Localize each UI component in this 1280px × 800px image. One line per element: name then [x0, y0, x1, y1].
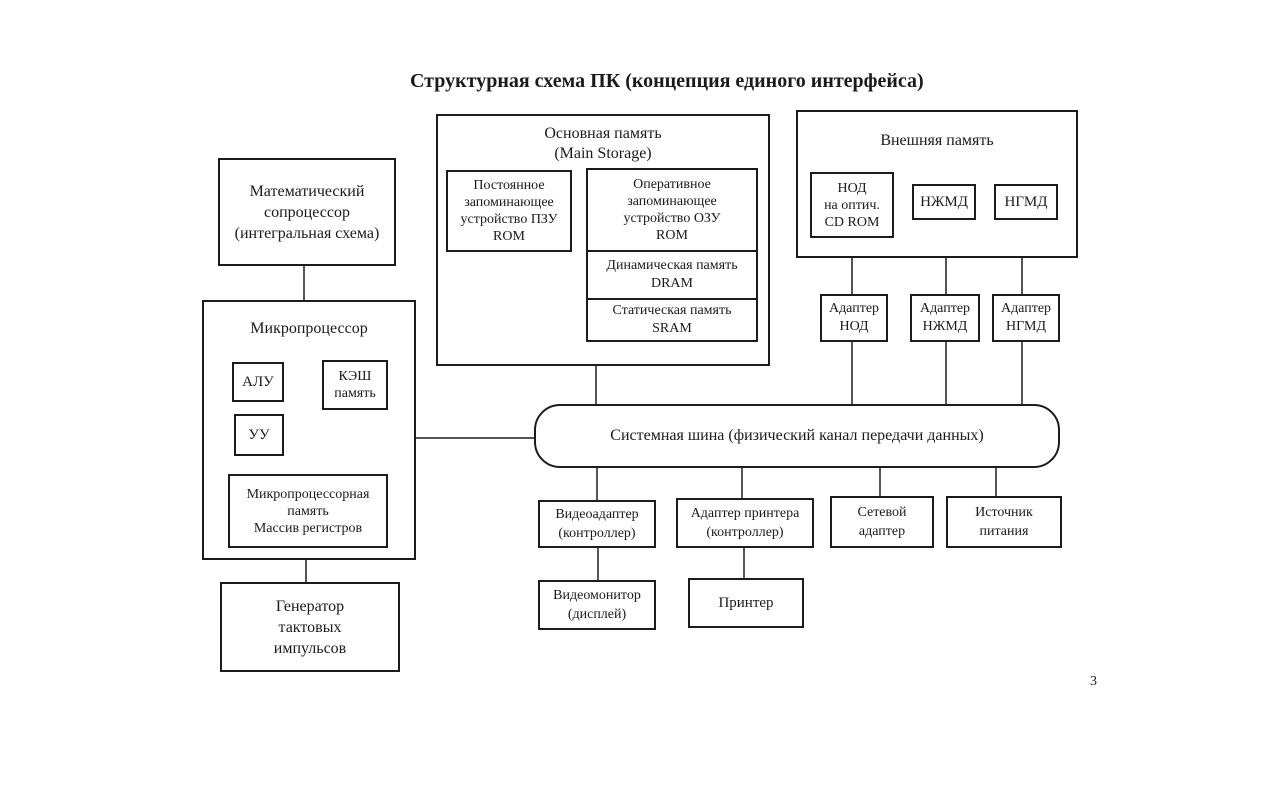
- adapter-cd-block: Адаптер НОД: [820, 294, 888, 342]
- control-unit-block: УУ: [234, 414, 284, 456]
- page-number: 3: [1090, 674, 1097, 689]
- registers-block: Микропроцессорная память Массив регистро…: [228, 474, 388, 548]
- microprocessor-title: Микропроцессор: [250, 320, 368, 337]
- clock-generator-block: Генератор тактовых импульсов: [220, 582, 400, 672]
- external-memory-title: Внешняя память: [880, 132, 994, 149]
- hdd-block: НЖМД: [912, 184, 976, 220]
- network-adapter-block: Сетевой адаптер: [830, 496, 934, 548]
- cache-block: КЭШ память: [322, 360, 388, 410]
- rom-block: Постоянное запоминающее устройство ПЗУ R…: [446, 170, 572, 252]
- cd-drive-block: НОД на оптич. CD ROM: [810, 172, 894, 238]
- alu-block: АЛУ: [232, 362, 284, 402]
- video-adapter-block: Видеоадаптер (контроллер): [538, 500, 656, 548]
- adapter-tape-block: Адаптер НГМД: [992, 294, 1060, 342]
- printer-block: Принтер: [688, 578, 804, 628]
- main-memory-title: Основная память (Main Storage): [544, 125, 662, 162]
- adapter-hdd-block: Адаптер НЖМД: [910, 294, 980, 342]
- diagram-title: Структурная схема ПК (концепция единого …: [410, 70, 924, 92]
- ram-block: Оперативное запоминающее устройство ОЗУ …: [586, 168, 758, 252]
- tape-drive-block: НГМД: [994, 184, 1058, 220]
- coprocessor-block: Математический сопроцессор (интегральная…: [218, 158, 396, 266]
- sram-block: Статическая память SRAM: [586, 298, 758, 342]
- dram-block: Динамическая память DRAM: [586, 250, 758, 300]
- system-bus: Системная шина (физический канал передач…: [534, 404, 1060, 468]
- printer-adapter-block: Адаптер принтера (контроллер): [676, 498, 814, 548]
- power-supply-block: Источник питания: [946, 496, 1062, 548]
- monitor-block: Видеомонитор (дисплей): [538, 580, 656, 630]
